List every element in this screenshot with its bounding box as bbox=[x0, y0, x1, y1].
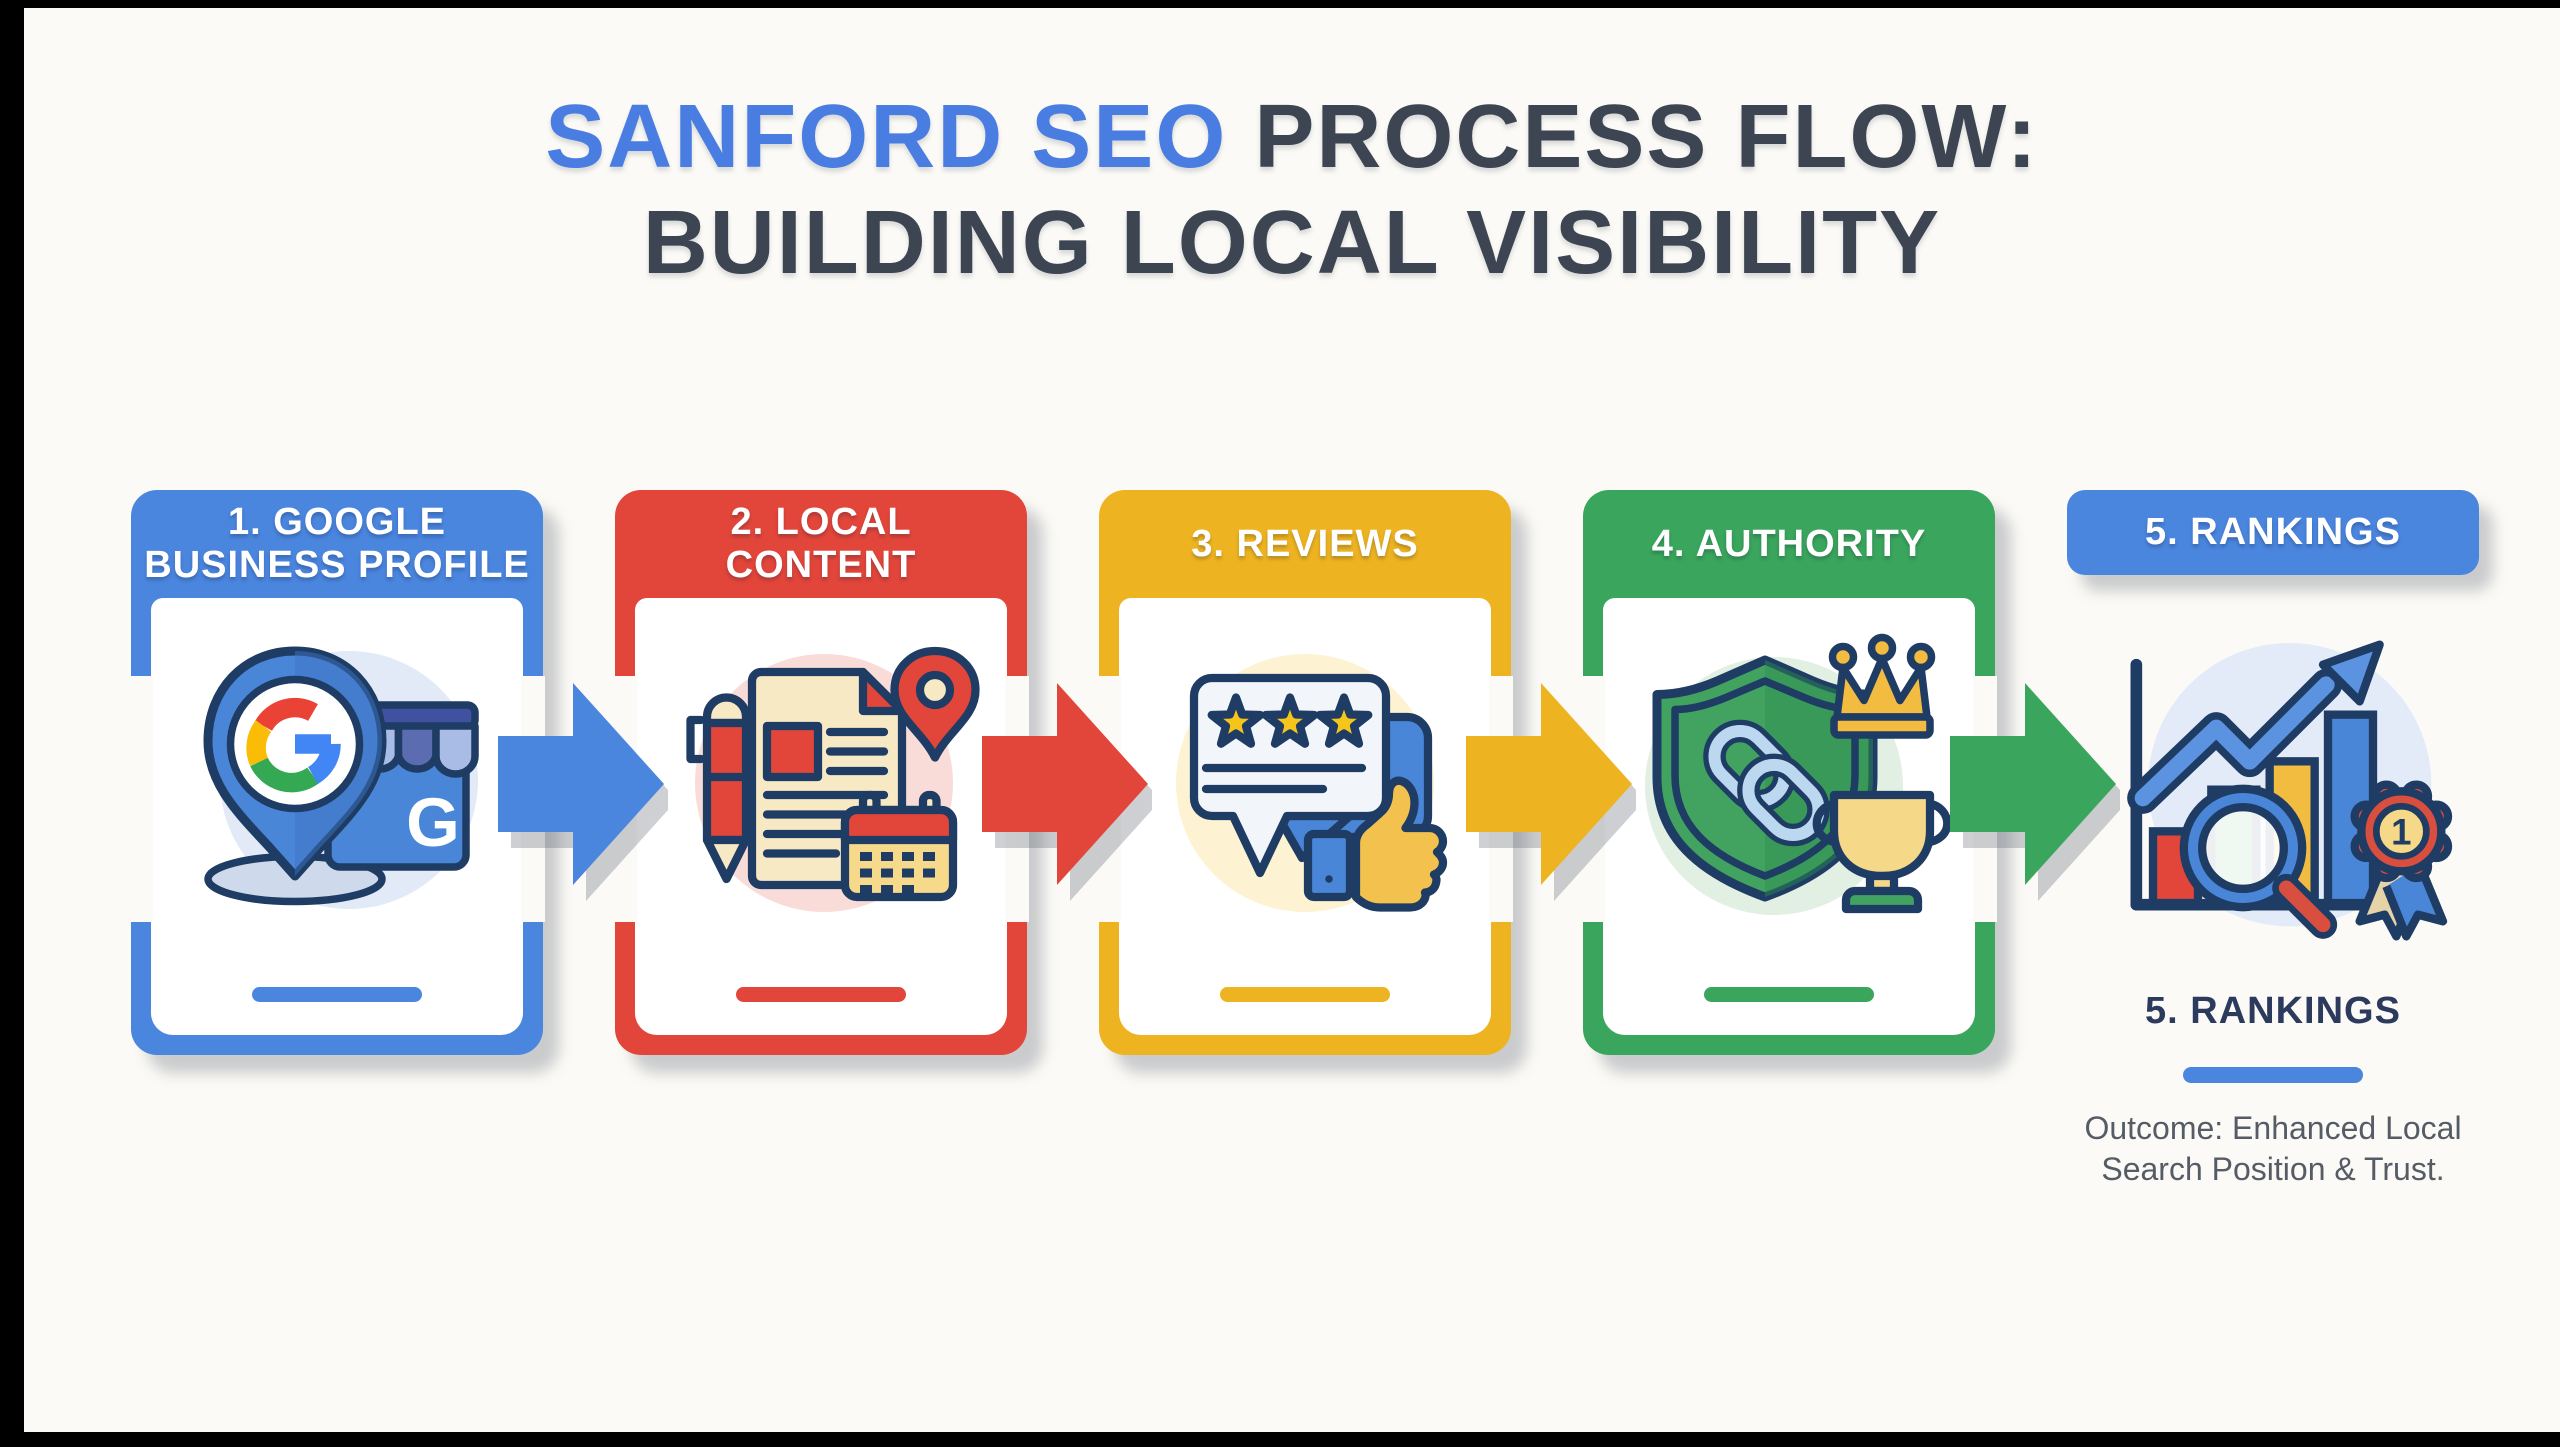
card-accent-dash bbox=[252, 987, 422, 1002]
step-body-4 bbox=[1603, 598, 1975, 1035]
step-card-authority: 4. AUTHORITY bbox=[1581, 490, 1997, 1055]
step-body-2 bbox=[635, 598, 1007, 1035]
title-line-2: BUILDING LOCAL VISIBILITY bbox=[642, 193, 1942, 293]
border-gap bbox=[129, 676, 153, 922]
step-header-3: 3. REVIEWS bbox=[1191, 522, 1419, 565]
step-card-local-content: 2. LOCAL CONTENT bbox=[613, 490, 1029, 1055]
rankings-underline bbox=[2183, 1067, 2363, 1083]
card-accent-dash bbox=[736, 987, 906, 1002]
step-header-4: 4. AUTHORITY bbox=[1651, 522, 1927, 565]
google-map-pin-storefront-icon: G bbox=[172, 630, 502, 930]
card-accent-dash bbox=[1220, 987, 1390, 1002]
flow-arrow-4-icon bbox=[1950, 681, 2129, 906]
title-line-1: SANFORD SEO PROCESS FLOW: bbox=[24, 84, 2560, 190]
svg-text:1: 1 bbox=[2391, 812, 2411, 853]
outcome-text: Outcome: Enhanced Local Search Position … bbox=[2084, 1110, 2462, 1187]
step-header-5: 5. RANKINGS bbox=[2067, 490, 2479, 575]
step-header-2: 2. LOCAL CONTENT bbox=[725, 501, 917, 586]
page-title: SANFORD SEO PROCESS FLOW: BUILDING LOCAL… bbox=[24, 84, 2560, 296]
title-rest: PROCESS FLOW: bbox=[1227, 87, 2039, 187]
rankings-result-label: 5. RANKINGS bbox=[2145, 990, 2401, 1032]
growth-chart-magnifier-first-place-ribbon-icon: 1 bbox=[2073, 618, 2473, 968]
step-header-1: 1. GOOGLE BUSINESS PROFILE bbox=[144, 501, 530, 586]
document-pen-calendar-map-pin-icon bbox=[656, 630, 986, 930]
review-bubble-stars-thumbs-up-icon bbox=[1140, 630, 1470, 930]
flow-arrow-2-icon bbox=[982, 681, 1161, 906]
flow-arrow-3-icon bbox=[1466, 681, 1645, 906]
step-body-1: G bbox=[151, 598, 523, 1035]
step-card-google-business-profile: 1. GOOGLE BUSINESS PROFILE G bbox=[129, 490, 545, 1055]
flow-arrow-1-icon bbox=[498, 681, 677, 906]
title-highlight: SANFORD SEO bbox=[545, 87, 1228, 187]
step-column-rankings: 5. RANKINGS bbox=[2067, 490, 2479, 1230]
step-card-reviews: 3. REVIEWS bbox=[1097, 490, 1513, 1055]
card-accent-dash bbox=[1704, 987, 1874, 1002]
step-body-3 bbox=[1119, 598, 1491, 1035]
svg-text:G: G bbox=[406, 784, 460, 861]
shield-chain-link-crown-trophy-icon bbox=[1624, 630, 1954, 930]
